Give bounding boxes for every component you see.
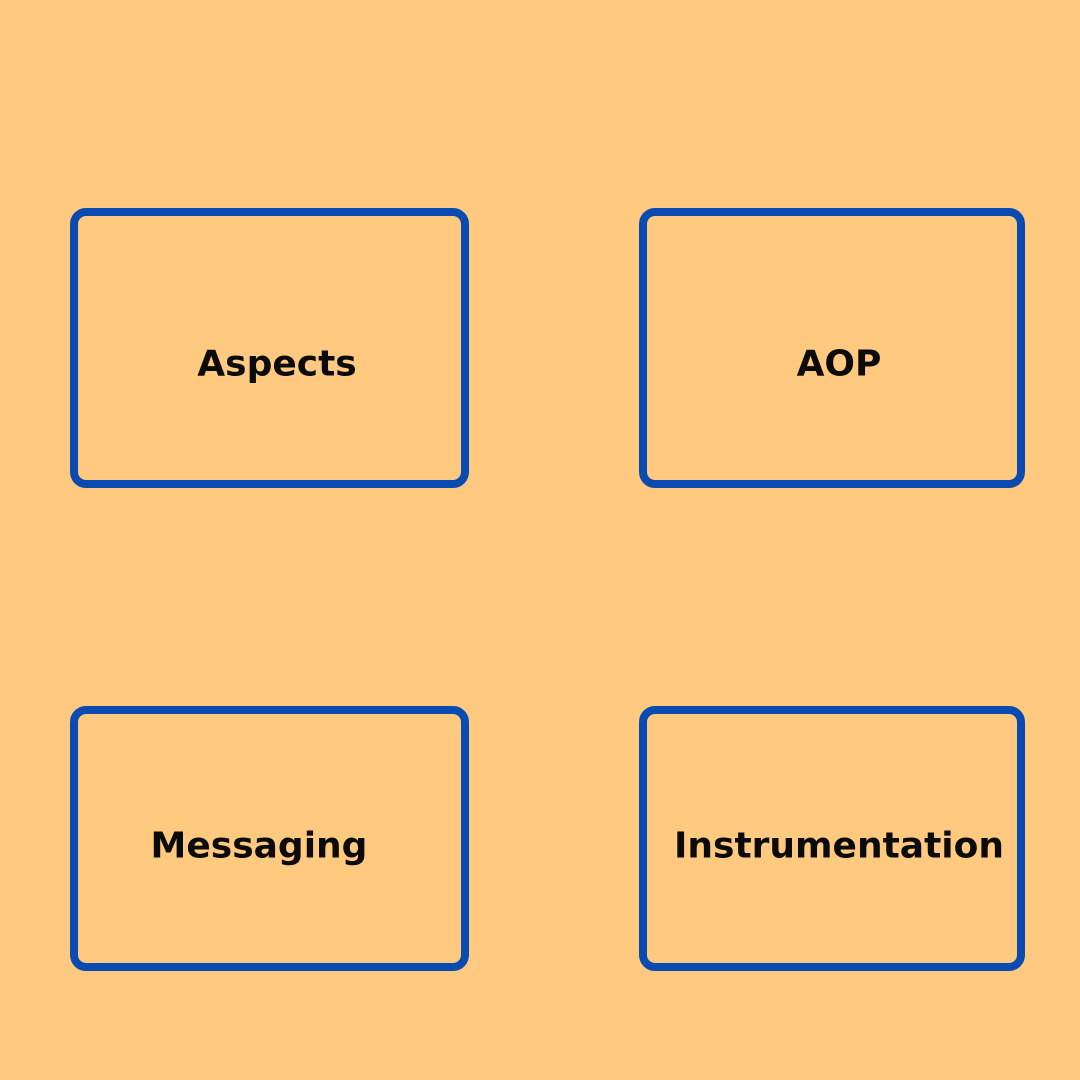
aop-label: AOP: [796, 343, 882, 385]
messaging-label: Messaging: [150, 825, 368, 867]
aop-box: AOP: [639, 208, 1025, 488]
messaging-box: Messaging: [70, 706, 469, 971]
instrumentation-label: Instrumentation: [673, 825, 1005, 867]
aspects-label: Aspects: [197, 343, 357, 385]
aspects-box: Aspects: [70, 208, 469, 488]
instrumentation-box: Instrumentation: [639, 706, 1025, 971]
